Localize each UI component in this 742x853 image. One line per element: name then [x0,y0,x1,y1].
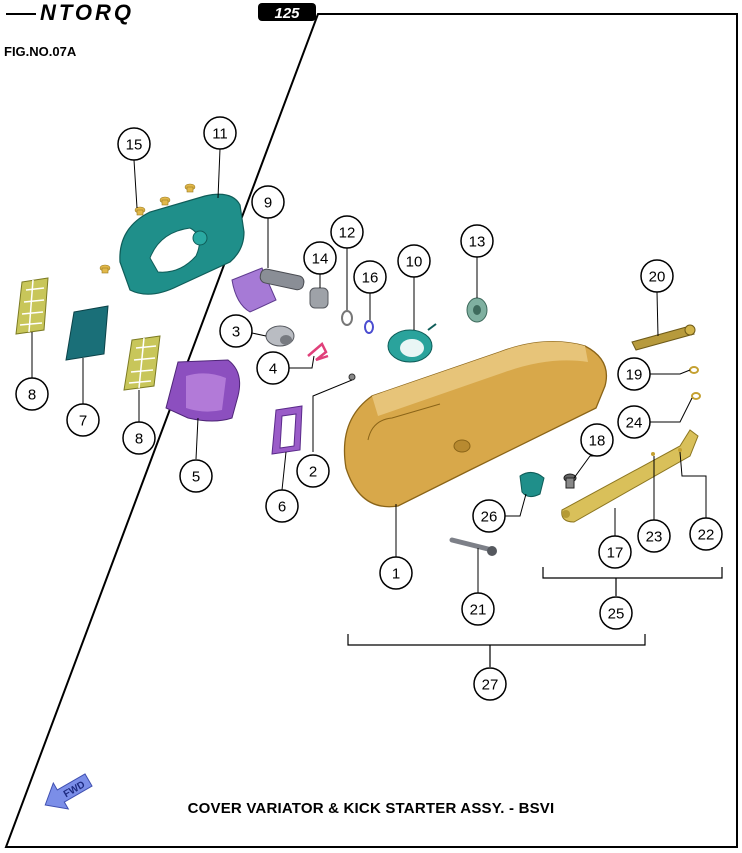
svg-text:16: 16 [362,270,379,287]
svg-text:21: 21 [470,602,487,619]
callout-17: 17 [598,535,632,569]
part-12-o-ring [341,310,353,326]
callout-3: 3 [219,314,253,348]
callout-19: 19 [617,357,651,391]
svg-text:10: 10 [406,254,423,271]
callout-1: 1 [379,556,413,590]
part-11-inner-cover [119,193,245,295]
callout-20: 20 [640,259,674,293]
callouts: 1 2 3 4 5 6 7 8 8 9 10 11 12 13 14 15 16… [15,116,723,701]
callout-22: 22 [689,517,723,551]
svg-text:3: 3 [232,324,240,341]
part-9-kick-gear [231,267,305,313]
part-23-pin [651,452,655,456]
svg-text:7: 7 [79,413,87,430]
svg-text:4: 4 [269,361,277,378]
svg-text:125: 125 [274,5,300,22]
figure-number: FIG.NO.07A [4,44,77,59]
part-18-bolt [563,473,577,489]
svg-text:22: 22 [698,527,715,544]
svg-text:9: 9 [264,195,272,212]
part-3-bearing [265,325,295,347]
part-10-kick-spring [387,323,437,363]
part-6-gasket [271,405,303,455]
callout-26: 26 [472,499,506,533]
part-16-ring [364,320,374,334]
part-2-screw [348,373,356,381]
callout-10: 10 [397,244,431,278]
callout-18: 18 [580,423,614,457]
svg-text:1: 1 [392,566,400,583]
callout-9: 9 [251,185,285,219]
bracket-27 [347,634,646,667]
svg-text:24: 24 [626,415,643,432]
part-13-bearing [466,297,488,323]
part-8-mesh-left [15,277,49,335]
part-22-pin [678,448,682,452]
part-21-bolt [449,537,497,556]
callout-12: 12 [330,215,364,249]
callout-11: 11 [203,116,237,150]
callout-5: 5 [179,459,213,493]
leader-lines [31,148,707,593]
brand-logo: NTORQ 125 [40,0,316,25]
svg-text:8: 8 [135,431,143,448]
part-24-washer [691,392,701,400]
part-20-kick-shaft [631,324,696,351]
svg-text:NTORQ: NTORQ [40,0,134,25]
part-14-bush [309,287,329,309]
callout-6: 6 [265,489,299,523]
callout-15: 15 [117,127,151,161]
arrow-left-icon [44,773,93,810]
callout-2: 2 [296,454,330,488]
svg-text:27: 27 [482,677,499,694]
svg-text:5: 5 [192,469,200,486]
svg-text:12: 12 [339,225,356,242]
svg-text:19: 19 [626,367,643,384]
svg-text:26: 26 [481,509,498,526]
callout-27: 27 [473,667,507,701]
svg-text:2: 2 [309,464,317,481]
callout-8-left: 8 [15,377,49,411]
part-17-kick-lever [561,429,699,523]
callout-25: 25 [599,596,633,630]
svg-text:8: 8 [28,387,36,404]
page-border [4,13,738,848]
callout-8-right: 8 [122,421,156,455]
part-26-plug [519,472,545,498]
svg-text:25: 25 [608,606,625,623]
svg-text:11: 11 [212,126,228,143]
part-1-variator-cover [343,341,608,508]
svg-text:13: 13 [469,234,486,251]
callout-23: 23 [637,519,671,553]
svg-text:6: 6 [278,499,286,516]
part-8-mesh-right [123,335,161,391]
bracket-25 [542,567,723,596]
part-4-clip [307,342,329,362]
callout-16: 16 [353,260,387,294]
part-19-washer [689,366,699,374]
callout-7: 7 [66,403,100,437]
svg-text:17: 17 [607,545,624,562]
svg-text:FWD: FWD [62,779,87,800]
svg-text:14: 14 [312,251,329,268]
svg-text:15: 15 [126,137,143,154]
svg-text:20: 20 [649,269,666,286]
callout-21: 21 [461,592,495,626]
diagram-caption: COVER VARIATOR & KICK STARTER ASSY. - BS… [187,800,555,817]
svg-text:18: 18 [589,433,606,450]
callout-13: 13 [460,224,494,258]
callout-4: 4 [256,351,290,385]
part-5-air-duct [165,359,241,422]
part-7-filter-element [65,305,109,361]
svg-text:23: 23 [646,529,663,546]
callout-24: 24 [617,405,651,439]
callout-14: 14 [303,241,337,275]
